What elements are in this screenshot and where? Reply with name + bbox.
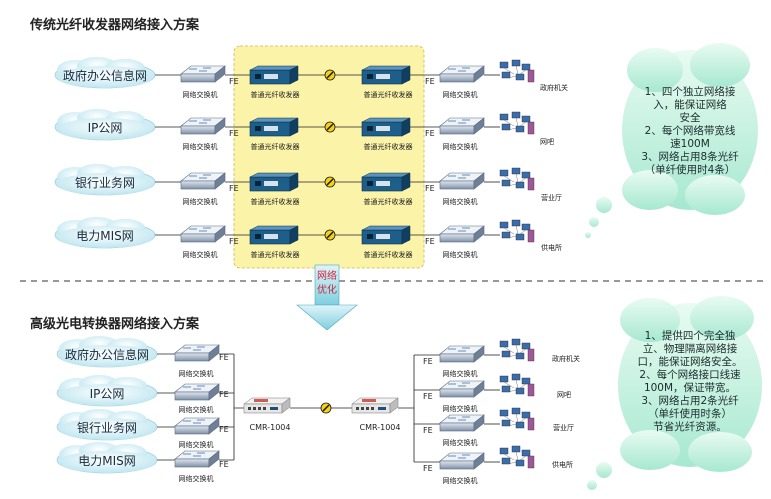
traditional-row: 银行业务网 网络交换机 FE 普通光纤收发器 普通光纤收发器 FE 网络交换机 …	[54, 163, 562, 206]
section2-notes-bubble	[587, 296, 762, 490]
left-network-label: 政府办公信息网	[65, 347, 149, 362]
left-network-label: 电力MIS网	[76, 229, 134, 243]
traditional-row: 政府办公信息网 网络交换机 FE 普通光纤收发器 普通光纤收发器 FE 网络交换…	[54, 56, 568, 99]
converter-left-label: CMR-1004	[250, 423, 291, 432]
right-site-label: 网吧	[557, 391, 571, 399]
switch-label: 网络交换机	[183, 142, 218, 151]
fe-label: FE	[229, 184, 239, 193]
switch-label: 网络交换机	[179, 405, 214, 414]
note-line: 1、提供四个完全独	[644, 330, 736, 342]
fe-label: FE	[219, 460, 229, 469]
transceiver-label: 普通光纤收发器	[364, 197, 413, 206]
left-network-group: 政府办公信息网 网络交换机 FE IP公网 网络交换机 FE 银行业务网 网络交…	[56, 335, 229, 483]
switch-label: 网络交换机	[443, 197, 478, 206]
note-line: 1、四个独立网络接	[644, 86, 736, 98]
fe-label: FE	[219, 353, 229, 362]
switch-label: 网络交换机	[179, 474, 214, 483]
switch-label: 网络交换机	[443, 250, 478, 259]
note-line: 100M，保证带宽。	[643, 382, 737, 394]
fe-label: FE	[423, 426, 433, 435]
right-site-label: 营业厅	[541, 193, 562, 202]
section1-notes-bubble	[585, 43, 758, 238]
optimize-arrow	[296, 264, 358, 331]
fe-label: FE	[219, 425, 229, 434]
fe-label: FE	[423, 392, 433, 401]
right-site-label: 政府机关	[540, 83, 568, 92]
fe-label: FE	[425, 184, 435, 193]
section1-title: 传统光纤收发器网络接入方案	[30, 18, 200, 33]
fe-label: FE	[423, 464, 433, 473]
switch-label: 网络交换机	[443, 404, 478, 413]
transceiver-label: 普通光纤收发器	[364, 142, 413, 151]
section2-notes: 1、提供四个完全独 立、物理隔离网络接 口，能保证网络安全。 2、每个网络接口线…	[620, 330, 760, 434]
fe-label: FE	[219, 390, 229, 399]
section1-notes: 1、四个独立网络接 入，能保证网络 安全 2、每个网络带宽线 速100M 3、网…	[624, 86, 756, 177]
fe-label: FE	[425, 77, 435, 86]
left-network-label: IP公网	[90, 387, 125, 401]
switch-label: 网络交换机	[179, 369, 214, 378]
left-network-label: 银行业务网	[75, 175, 135, 190]
switch-label: 网络交换机	[183, 197, 218, 206]
transceiver-label: 普通光纤收发器	[251, 250, 300, 259]
left-network-label: 政府办公信息网	[63, 68, 147, 83]
transceiver-label: 普通光纤收发器	[251, 197, 300, 206]
transceiver-label: 普通光纤收发器	[251, 90, 300, 99]
transceiver-label: 普通光纤收发器	[364, 90, 413, 99]
switch-label: 网络交换机	[443, 476, 478, 485]
fe-label: FE	[229, 77, 239, 86]
switch-label: 网络交换机	[443, 90, 478, 99]
note-line: 立、物理隔离网络接	[642, 343, 738, 355]
switch-label: 网络交换机	[179, 440, 214, 449]
switch-label: 网络交换机	[443, 369, 478, 378]
note-line: 速100M	[670, 138, 710, 150]
note-line: 2、每个网络带宽线	[644, 125, 736, 137]
transceiver-label: 普通光纤收发器	[251, 142, 300, 151]
note-line: 3、网络占用8条光纤	[641, 151, 739, 163]
right-site-label: 营业厅	[553, 423, 574, 432]
right-site-label: 政府机关	[552, 354, 580, 363]
right-site-label: 供电所	[541, 243, 562, 252]
note-line: 3、网络占用2条光纤	[641, 395, 739, 407]
note-line: （单纤使用时4条）	[644, 164, 736, 176]
transceiver-label: 普通光纤收发器	[364, 250, 413, 259]
note-line: 节省光纤资源。	[653, 421, 727, 433]
switch-label: 网络交换机	[183, 250, 218, 259]
fe-label: FE	[229, 129, 239, 138]
switch-label: 网络交换机	[443, 438, 478, 447]
note-line: 安全	[679, 112, 701, 124]
note-line: 2、每个网络接口线速	[639, 369, 741, 381]
right-site-label: 网吧	[540, 138, 554, 146]
converter-right-label: CMR-1004	[360, 423, 401, 432]
fe-label: FE	[423, 357, 433, 366]
note-line: 口，能保证网络安全。	[637, 356, 743, 368]
switch-label: 网络交换机	[443, 142, 478, 151]
traditional-row: IP公网 网络交换机 FE 普通光纤收发器 普通光纤收发器 FE 网络交换机 网…	[54, 108, 554, 151]
right-site-label: 供电所	[552, 460, 573, 469]
left-network-label: 电力MIS网	[78, 454, 136, 468]
arrow-label-line2: 优化	[317, 283, 337, 296]
fe-label: FE	[229, 237, 239, 246]
traditional-row: 电力MIS网 网络交换机 FE 普通光纤收发器 普通光纤收发器 FE 网络交换机…	[54, 216, 562, 259]
switch-label: 网络交换机	[183, 90, 218, 99]
right-site-group: FE 网络交换机 政府机关 FE 网络交换机 网吧 FE 网络交换机 营业厅 F…	[423, 338, 580, 485]
note-line: 入，能保证网络	[653, 99, 727, 111]
left-network-label: 银行业务网	[77, 420, 137, 435]
note-line: （单纤使用时条）	[648, 408, 732, 420]
left-network-label: IP公网	[88, 121, 123, 135]
section2-title: 高级光电转换器网络接入方案	[30, 317, 200, 332]
arrow-label-line1: 网络	[317, 269, 337, 282]
fe-label: FE	[425, 237, 435, 246]
fe-label: FE	[425, 129, 435, 138]
